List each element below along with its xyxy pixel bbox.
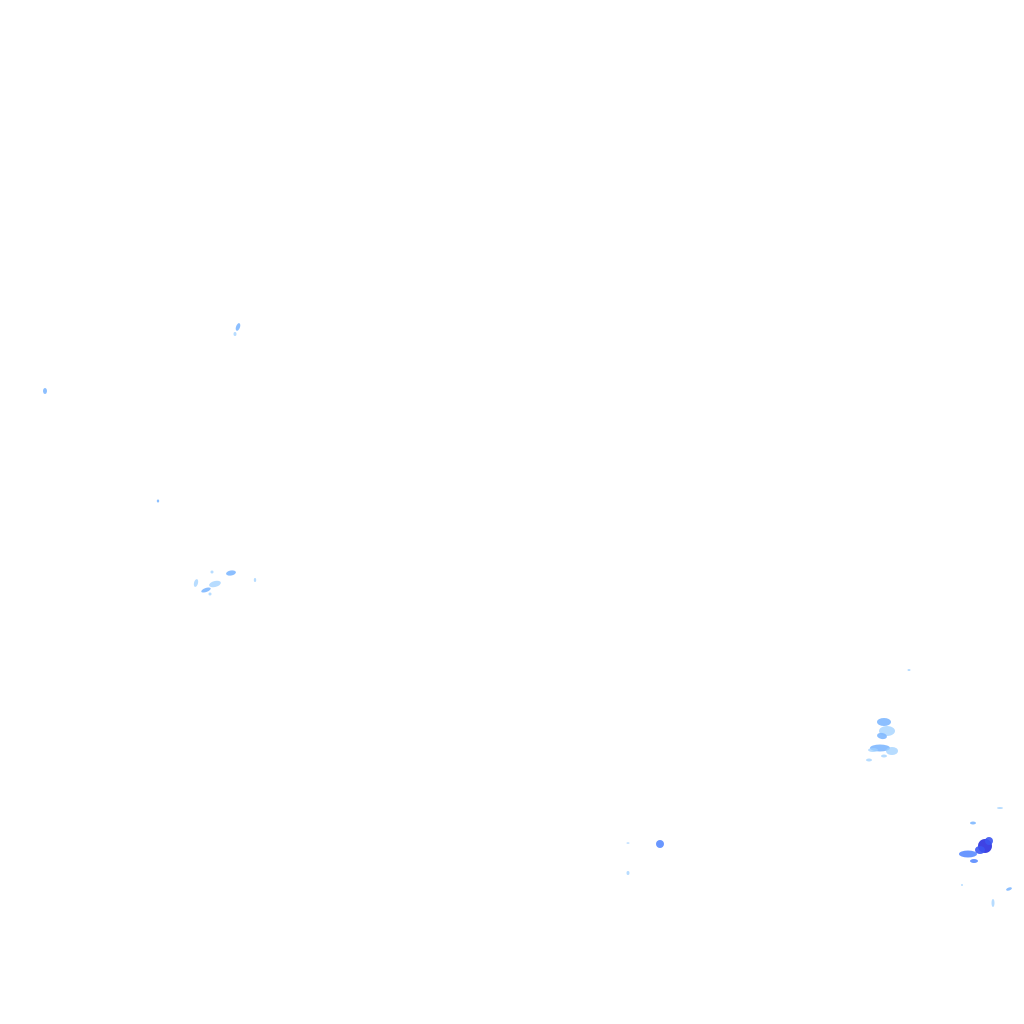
rain-echo-cell xyxy=(959,850,977,858)
rain-echo-cell xyxy=(656,840,664,848)
rain-echo-cell xyxy=(233,332,237,336)
rain-echo-cell xyxy=(626,871,630,875)
rain-echo-cell xyxy=(193,579,199,587)
rain-echo-cell xyxy=(877,732,887,740)
rain-echo-cell xyxy=(970,821,976,825)
rain-echo-cell xyxy=(235,323,241,331)
rain-echo-cell xyxy=(961,884,963,886)
rain-echo-cell xyxy=(985,837,993,845)
rain-echo-cell xyxy=(226,570,236,576)
rain-echo-cell xyxy=(877,718,891,726)
rain-echo-cell xyxy=(209,580,221,588)
rain-echo-cell xyxy=(208,592,212,596)
rain-echo-cell xyxy=(868,748,878,752)
rain-echo-cell xyxy=(253,578,257,582)
rain-echo-cell xyxy=(156,499,160,503)
rain-echo-cell xyxy=(210,570,214,574)
rain-echo-cell xyxy=(991,899,995,907)
rain-echo-cell xyxy=(866,758,872,762)
rain-echo-cell xyxy=(1006,887,1012,891)
rain-echo-cell xyxy=(970,859,978,863)
rain-echo-cell xyxy=(201,587,211,593)
rain-echo-cell xyxy=(881,754,887,758)
rain-echo-cell xyxy=(43,388,47,394)
rain-echo-cell xyxy=(626,842,630,844)
rain-echo-cell xyxy=(975,846,985,854)
rain-echo-cell xyxy=(886,747,898,755)
rain-echo-cell xyxy=(907,669,911,671)
rain-echo-cell xyxy=(997,807,1003,809)
